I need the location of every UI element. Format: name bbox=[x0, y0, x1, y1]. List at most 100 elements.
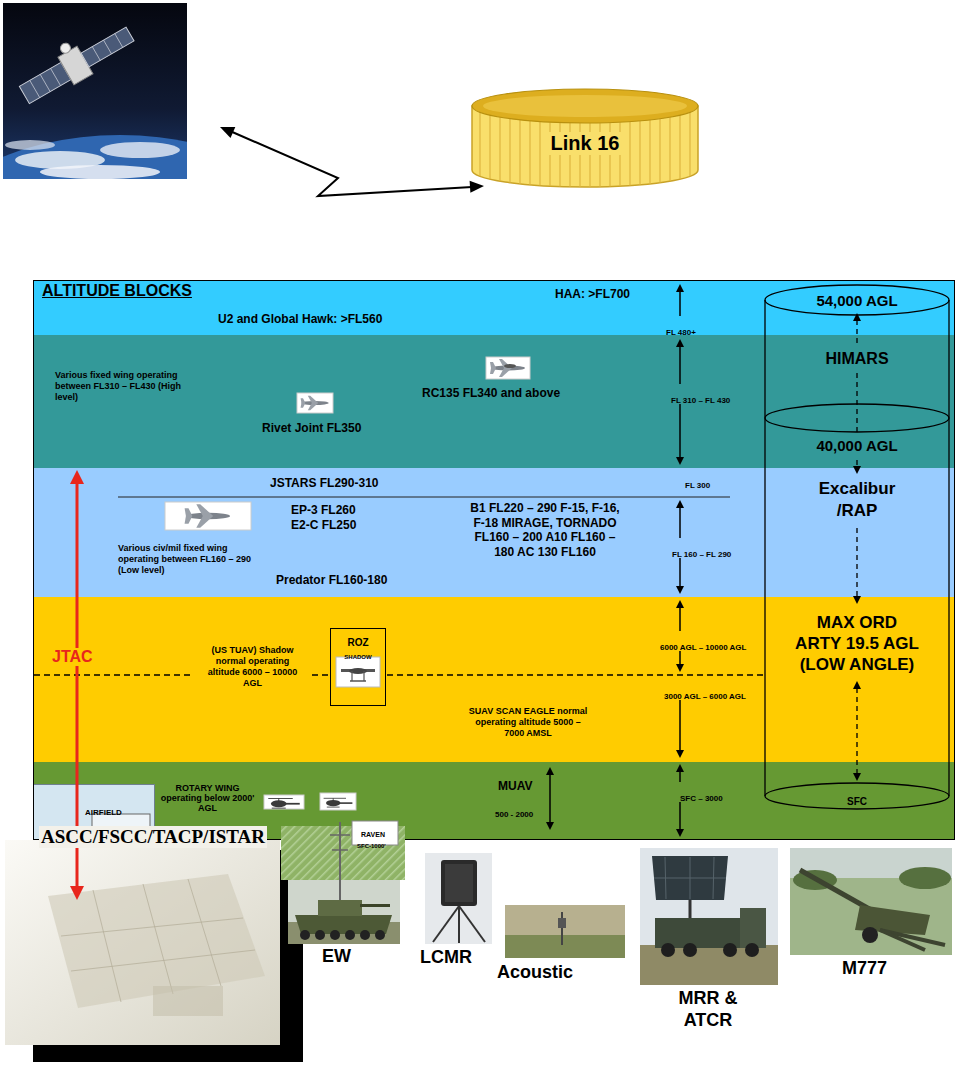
datalink-arrow-part bbox=[220, 127, 235, 138]
text-slot: RAVEN bbox=[361, 823, 385, 841]
label-text: JTAC bbox=[50, 648, 95, 666]
lcmr-photo-part bbox=[441, 860, 477, 906]
text-slot: FL 300 bbox=[685, 474, 710, 492]
raven-ew-photo-part bbox=[360, 930, 370, 940]
cylinder-outline-part bbox=[765, 783, 949, 809]
label-text: M777 bbox=[842, 958, 887, 979]
text-slot: ALTITUDE BLOCKS bbox=[42, 282, 192, 300]
node-text: ROZ bbox=[347, 637, 368, 649]
roz-boundary-dashes-part bbox=[387, 674, 763, 676]
node-text: RC135 FL340 and above bbox=[422, 387, 560, 401]
ring-outline-part bbox=[669, 117, 670, 181]
satellite-photo-part-part bbox=[51, 68, 61, 85]
aircraft-icons-part bbox=[486, 357, 530, 379]
aircraft-icons-part bbox=[185, 504, 231, 527]
text-slot: ROZ bbox=[331, 632, 385, 650]
ring-outline-part bbox=[489, 115, 490, 179]
altitude-range-arrows-part bbox=[676, 339, 684, 347]
command-post-photo-part bbox=[188, 879, 221, 986]
text-slot: Various civ/mil fixed wing operating bet… bbox=[118, 543, 268, 577]
altitude-range-arrows bbox=[546, 284, 684, 837]
radar-truck-photo bbox=[640, 848, 778, 985]
command-post-photo-part bbox=[93, 890, 121, 1002]
text-slot: Various fixed wing operating between FL3… bbox=[55, 370, 195, 404]
altitude-range-arrows-part bbox=[549, 773, 551, 824]
datalink-arrow-part bbox=[230, 131, 472, 196]
radar-truck-photo-part bbox=[683, 943, 697, 957]
text-slot: Excalibur /RAP bbox=[807, 478, 907, 522]
altitude-range-arrows-part bbox=[679, 558, 681, 588]
text-slot: 500 - 2000 bbox=[495, 803, 533, 821]
text-slot: Link 16 bbox=[468, 132, 702, 155]
cylinder-outline-part bbox=[765, 285, 949, 315]
text-slot: FL 310 – FL 430 bbox=[671, 389, 730, 407]
jtac-arrow-part bbox=[70, 886, 84, 900]
ring-outline-part bbox=[659, 119, 660, 183]
node-text: ASCC/FSCC/TACP/ISTAR bbox=[39, 826, 267, 848]
node-text: ALTITUDE BLOCKS bbox=[42, 282, 192, 300]
text-slot: AIRFIELD bbox=[85, 801, 122, 819]
ring-outline-part bbox=[649, 120, 650, 184]
text-slot: EW bbox=[322, 946, 351, 967]
command-post-panel: ASCC/FSCC/TACP/ISTAR bbox=[3, 826, 303, 1062]
text-slot: Predator FL160-180 bbox=[276, 570, 387, 588]
satellite-photo-part bbox=[3, 135, 187, 179]
label-text: SFC-1000' bbox=[357, 843, 386, 850]
radar-truck-photo-part bbox=[740, 908, 766, 948]
howitzer-photo bbox=[790, 848, 952, 955]
text-slot: M777 bbox=[842, 958, 887, 979]
command-post-photo bbox=[3, 826, 303, 1062]
cylinder-outline-part bbox=[948, 300, 949, 796]
node-text: 6000 AGL – 10000 AGL bbox=[660, 643, 746, 652]
radar-truck-photo-part bbox=[689, 900, 692, 918]
node-text: Various fixed wing operating between FL3… bbox=[55, 370, 195, 403]
text-slot: SFC bbox=[760, 791, 954, 809]
text-slot: JTAC bbox=[50, 648, 95, 666]
satellite-photo-part-part bbox=[19, 62, 71, 103]
acoustic-sensor-photo-part bbox=[561, 912, 563, 945]
aircraft-icons-part bbox=[264, 795, 304, 809]
cylinder-outline-part bbox=[856, 373, 857, 432]
command-post-photo-part bbox=[143, 884, 173, 994]
label-text: Acoustic bbox=[497, 962, 573, 983]
node-text: SFC bbox=[847, 796, 867, 808]
altitude-range-arrows-part bbox=[676, 600, 684, 608]
node-text: 54,000 AGL bbox=[816, 292, 897, 309]
panel-frame-part bbox=[118, 497, 730, 498]
cylinder-outline-part bbox=[853, 773, 861, 781]
node-text: Predator FL160-180 bbox=[276, 574, 387, 588]
ring-outline-part bbox=[679, 115, 680, 179]
lcmr-photo-part bbox=[425, 853, 492, 944]
aircraft-icons-part bbox=[301, 396, 329, 410]
cylinder-outline-part bbox=[856, 320, 857, 345]
raven-ew-photo-part bbox=[352, 821, 398, 845]
ring-outline-part bbox=[509, 119, 510, 183]
howitzer-photo-part bbox=[899, 867, 951, 889]
radar-truck-photo-part bbox=[652, 856, 728, 900]
radar-truck-photo-part bbox=[654, 878, 726, 879]
radar-truck-photo-part bbox=[745, 943, 759, 957]
jtac-arrow bbox=[70, 470, 84, 900]
airfield-runway bbox=[92, 814, 150, 839]
altitude-range-arrows-part bbox=[679, 290, 681, 316]
node-text: FL 300 bbox=[685, 481, 710, 490]
node-text: 3000 AGL – 6000 AGL bbox=[664, 692, 746, 701]
node-text: SHADOW bbox=[344, 654, 371, 661]
text-slot: 6000 AGL – 10000 AGL bbox=[660, 636, 746, 654]
aircraft-icons-part bbox=[324, 798, 353, 807]
text-slot: Rivet Joint FL350 bbox=[262, 418, 361, 436]
panel-frame-part bbox=[34, 281, 955, 840]
altitude-range-arrows-part bbox=[676, 457, 684, 465]
raven-ew-photo-part bbox=[318, 900, 362, 916]
raven-ew-photo-part bbox=[345, 930, 355, 940]
howitzer-photo-part bbox=[862, 927, 878, 943]
acoustic-sensor-photo-part bbox=[558, 918, 566, 928]
raven-ew-photo bbox=[281, 821, 405, 944]
node-text: B1 FL220 – 290 F-15, F-16, F-18 MIRAGE, … bbox=[470, 501, 620, 559]
cylinder-outline-part bbox=[856, 688, 857, 774]
altitude-range-arrows-part bbox=[676, 750, 684, 758]
satellite-photo-part-part bbox=[104, 40, 112, 54]
text-slot: RC135 FL340 and above bbox=[422, 383, 560, 401]
altitude-range-arrows-part bbox=[546, 822, 554, 830]
label-text: LCMR bbox=[420, 947, 472, 968]
